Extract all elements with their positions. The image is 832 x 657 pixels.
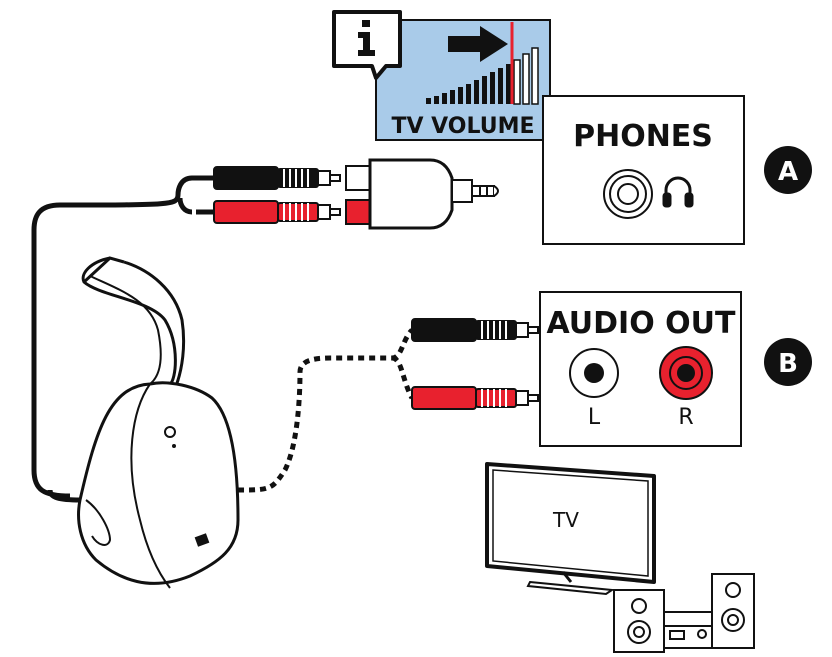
tv-volume-label: TV VOLUME [391,114,534,139]
rca-plug-black-top [213,166,341,190]
left-channel-label: L [588,405,601,430]
audio-out-title: AUDIO OUT [547,306,737,341]
rca-plug-red-top [213,200,341,224]
rca-plug-black-bottom [411,318,539,342]
rca-audio-out-cable [237,328,415,493]
left-audio-jack-icon [569,348,619,398]
tv-volume-box: TV VOLUME [375,19,551,141]
phones-panel: PHONES [542,95,745,245]
phones-title: PHONES [573,119,713,154]
right-channel-label: R [678,405,693,430]
info-icon [332,10,402,80]
stereo-system-icon [613,573,755,653]
marker-b-label: B [778,349,798,379]
audio-out-panel: AUDIO OUT L R [539,291,742,447]
base-station-icon [47,256,240,589]
headphone-jack-icon [603,169,653,219]
marker-b: B [764,338,812,386]
tv-icon: TV [485,462,656,596]
headphones-icon [662,176,694,208]
right-audio-jack-icon [659,346,713,400]
rca-headphone-adapter [345,158,499,230]
tv-label: TV [552,508,579,532]
marker-a: A [764,146,812,194]
volume-bars-outline-icon [513,47,539,105]
marker-a-label: A [778,157,798,187]
volume-bars-icon [426,64,511,104]
arrow-right-icon [448,26,508,62]
rca-plug-red-bottom [411,386,539,410]
